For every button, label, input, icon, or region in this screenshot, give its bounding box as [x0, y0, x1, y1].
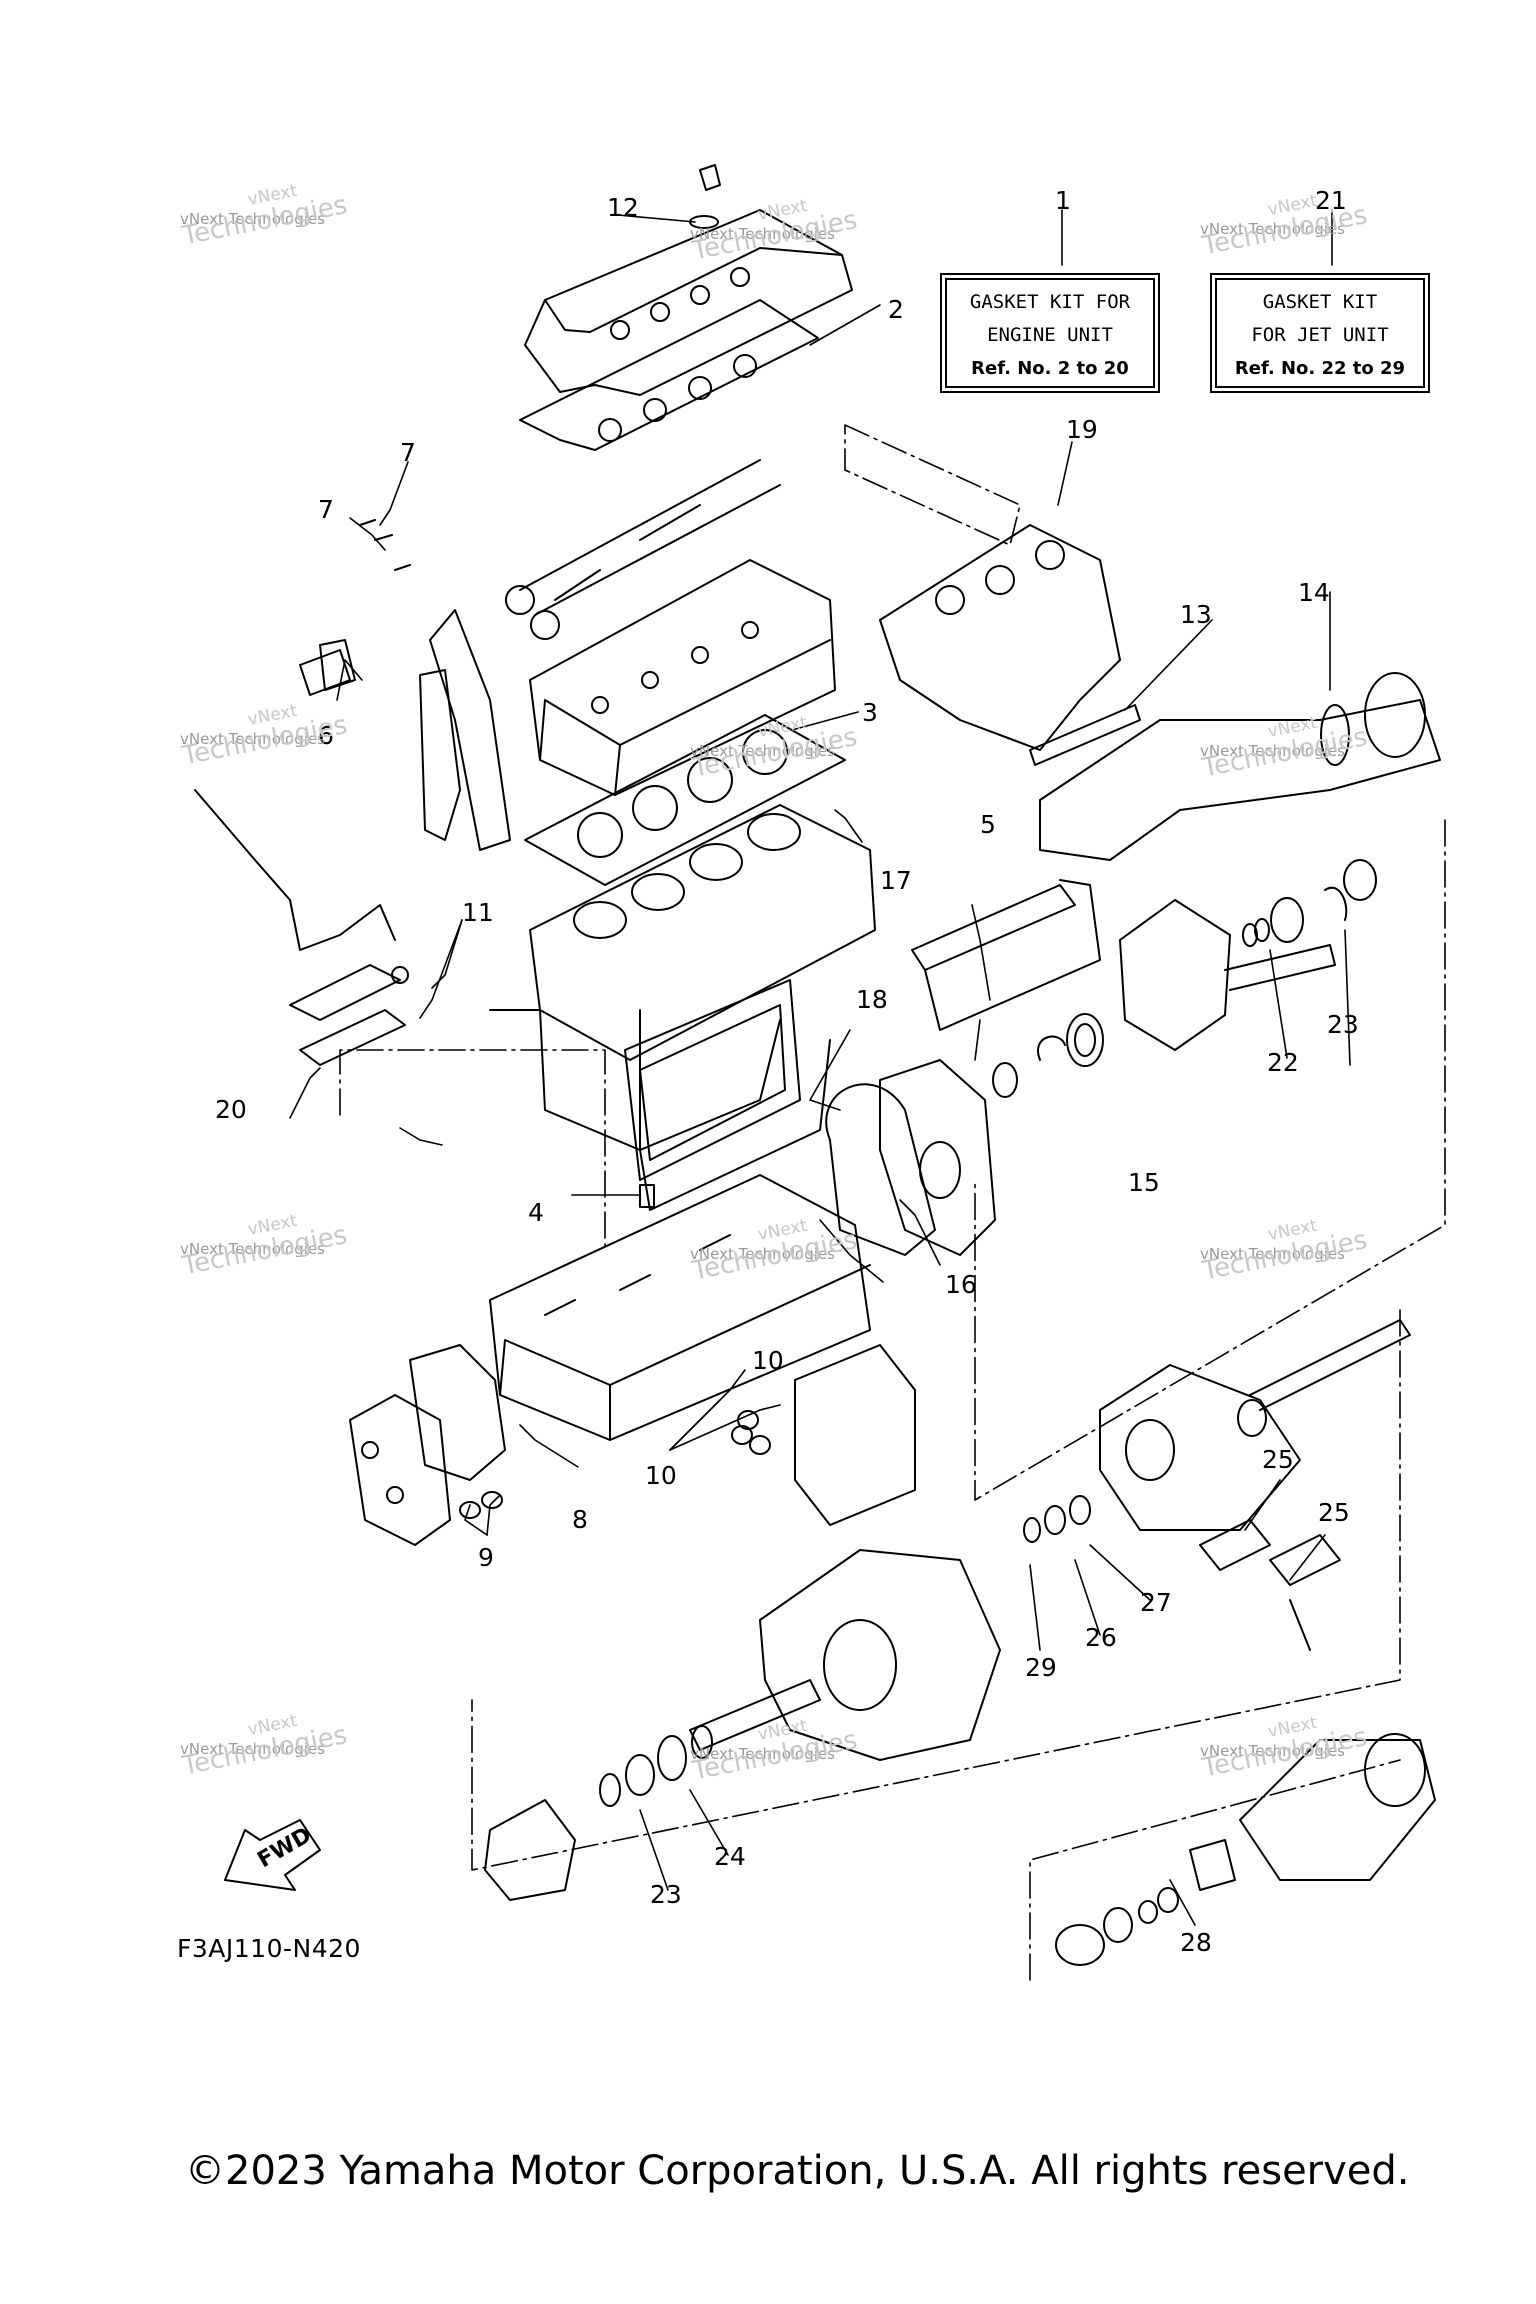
callout-28: 28 [1180, 1928, 1212, 1957]
callout-3: 3 [862, 698, 878, 727]
callout-26: 26 [1085, 1623, 1117, 1652]
callout-15: 15 [1128, 1168, 1160, 1197]
copyright-notice: ©2023 Yamaha Motor Corporation, U.S.A. A… [185, 2148, 1410, 2194]
frame-case-seal [339, 1049, 606, 1251]
frame-jet-unit [471, 1309, 1401, 1871]
fwd-arrow-icon: FWD [224, 1819, 321, 1891]
jet-unit [484, 1319, 1411, 1901]
callout-9: 9 [478, 1543, 494, 1572]
callout-14: 14 [1298, 578, 1330, 607]
leader-lines [289, 209, 1351, 1926]
kit-jet-ref-range: Ref. No. 22 to 29 [1234, 358, 1406, 379]
kit-engine-line-1: GASKET KIT FOR [969, 291, 1131, 313]
kit-box-engine: GASKET KIT FOR ENGINE UNIT Ref. No. 2 to… [940, 273, 1160, 393]
callout-23b: 23 [650, 1880, 682, 1909]
camshafts-and-chain [319, 459, 781, 851]
callout-11: 11 [462, 898, 494, 927]
callout-10b: 10 [645, 1461, 677, 1490]
callout-29: 29 [1025, 1653, 1057, 1682]
callout-23a: 23 [1327, 1010, 1359, 1039]
rocker-cover [519, 164, 853, 451]
callout-4: 4 [528, 1198, 544, 1227]
kit-engine-ref-range: Ref. No. 2 to 20 [971, 358, 1129, 379]
cylinder-block [489, 804, 876, 1211]
callout-12: 12 [607, 193, 639, 222]
callout-27: 27 [1140, 1588, 1172, 1617]
oil-pipe-and-cover [194, 649, 409, 1066]
head-gasket [524, 714, 846, 886]
callout-2: 2 [888, 295, 904, 324]
callout-25a: 25 [1262, 1445, 1294, 1474]
figure-code: F3AJ110-N420 [177, 1934, 361, 1963]
callout-13: 13 [1180, 600, 1212, 629]
front-cover [825, 859, 1377, 1256]
group-frames [339, 424, 1446, 1981]
callout-kit-jet: 21 [1315, 186, 1347, 215]
frame-crank-group [974, 819, 1446, 1501]
callout-22: 22 [1267, 1048, 1299, 1077]
callout-17: 17 [880, 866, 912, 895]
callout-8: 8 [572, 1505, 588, 1534]
callout-19: 19 [1066, 415, 1098, 444]
exhaust-manifold [879, 524, 1441, 861]
frame-nozzle [1029, 1759, 1401, 1981]
callout-24: 24 [714, 1842, 746, 1871]
callout-16: 16 [945, 1270, 977, 1299]
callout-25b: 25 [1318, 1498, 1350, 1527]
kit-engine-line-2: ENGINE UNIT [987, 324, 1113, 346]
kit-jet-line-2: FOR JET UNIT [1251, 324, 1389, 346]
callout-18: 18 [856, 985, 888, 1014]
crankcase [489, 1174, 871, 1441]
callout-7b: 7 [318, 495, 334, 524]
frame-intake-group [844, 424, 1021, 546]
callout-5: 5 [980, 810, 996, 839]
kit-box-jet: GASKET KIT FOR JET UNIT Ref. No. 22 to 2… [1210, 273, 1430, 393]
callout-10a: 10 [752, 1346, 784, 1375]
side-gaskets [624, 879, 1101, 1181]
oil-pump [349, 1344, 916, 1546]
callout-20: 20 [215, 1095, 247, 1124]
cylinder-head [529, 559, 836, 796]
callout-6: 6 [318, 721, 334, 750]
callout-7a: 7 [400, 438, 416, 467]
callout-kit-engine: 1 [1055, 186, 1071, 215]
nozzle [1055, 1733, 1436, 1966]
kit-jet-line-1: GASKET KIT [1262, 291, 1378, 313]
